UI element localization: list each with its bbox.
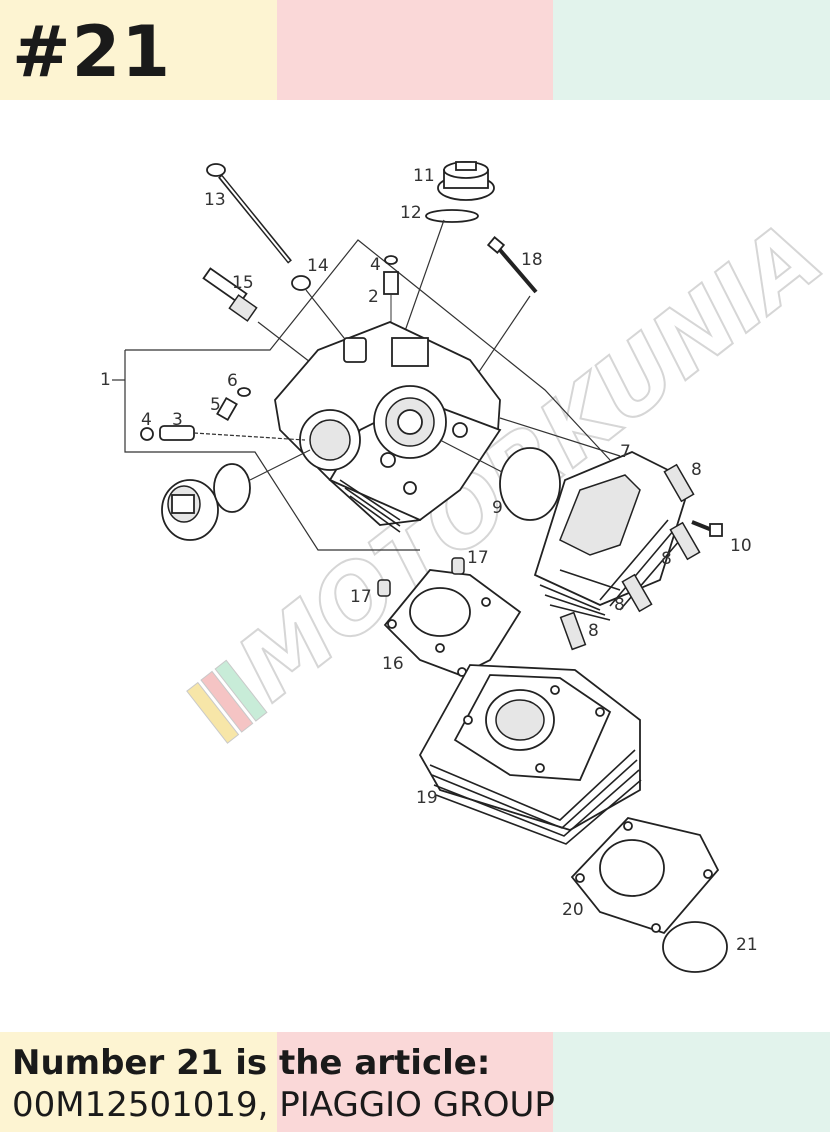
callout-7: 7 xyxy=(620,442,631,462)
callout-17-a: 17 xyxy=(467,548,489,568)
callout-19: 19 xyxy=(416,788,438,808)
head-group-frame-lower xyxy=(124,350,420,551)
part-4-seal-top xyxy=(384,255,398,265)
callout-8-c: 8 xyxy=(614,595,625,615)
part-21-o-ring xyxy=(662,921,728,973)
part-4-seal-left xyxy=(140,427,154,441)
article-caption: Number 21 is the article: 00M12501019, P… xyxy=(12,1042,555,1126)
caption-heading: Number 21 is the article: xyxy=(12,1043,491,1083)
callout-13: 13 xyxy=(204,190,226,210)
callout-5: 5 xyxy=(210,395,221,415)
head-group-frame xyxy=(125,239,611,461)
header-band xyxy=(0,0,830,100)
part-14-washer xyxy=(291,275,311,291)
callout-12: 12 xyxy=(400,203,422,223)
part-15-spark-plug xyxy=(202,267,258,322)
leader-9 xyxy=(439,439,503,473)
callout-6: 6 xyxy=(227,371,238,391)
part-17-dowel-b xyxy=(377,579,391,597)
header-band-mint xyxy=(553,0,830,100)
part-3-valve xyxy=(159,425,306,441)
callout-2: 2 xyxy=(368,287,379,307)
part-5-bolt xyxy=(216,396,238,422)
callout-3: 3 xyxy=(172,410,183,430)
callout-18: 18 xyxy=(521,250,543,270)
footer-band-mint xyxy=(553,1032,830,1132)
callout-14: 14 xyxy=(307,256,329,276)
callout-20: 20 xyxy=(562,900,584,920)
callout-8-d: 8 xyxy=(588,621,599,641)
callout-9: 9 xyxy=(492,498,503,518)
caption-article-code: 00M12501019, PIAGGIO GROUP xyxy=(12,1085,555,1125)
item-number-badge: #21 xyxy=(12,11,172,93)
part-17-dowel-a xyxy=(451,557,465,575)
part-8-pin-c xyxy=(621,573,653,613)
part-8-pin-a xyxy=(663,463,695,503)
part-12-o-ring xyxy=(425,209,479,223)
header-band-pink xyxy=(276,0,554,100)
callout-21: 21 xyxy=(736,935,758,955)
callout-1: 1 xyxy=(100,370,111,390)
header-band-yellow xyxy=(0,0,277,100)
footer-band xyxy=(0,1032,830,1132)
part-8-pin-d xyxy=(559,611,587,651)
part-19-cylinder xyxy=(418,664,642,845)
callout-4-left: 4 xyxy=(141,410,152,430)
callout-4-top: 4 xyxy=(370,255,381,275)
part-10-bolt xyxy=(691,520,723,537)
side-cover-plug xyxy=(161,479,219,541)
part-8-pin-b xyxy=(669,521,701,561)
callout-17-b: 17 xyxy=(350,587,372,607)
part-13-long-bolt xyxy=(206,163,292,264)
watermark-stripe-yellow xyxy=(186,681,240,744)
callout-11: 11 xyxy=(413,166,435,186)
footer-band-yellow xyxy=(0,1032,277,1132)
leader-cover xyxy=(249,449,311,481)
watermark-stripe-pink xyxy=(200,670,254,733)
part-9-o-ring xyxy=(499,447,561,521)
watermark-stripe-green xyxy=(214,659,268,722)
exploded-parts-diagram: MOTORKUNIA xyxy=(100,161,830,973)
side-cover-gasket xyxy=(213,463,251,513)
callout-16: 16 xyxy=(382,654,404,674)
callout-10: 10 xyxy=(730,536,752,556)
part-1-cylinder-head xyxy=(274,321,502,533)
callout-8-a: 8 xyxy=(691,460,702,480)
footer-band-pink xyxy=(276,1032,554,1132)
part-6-spring xyxy=(237,387,251,397)
callout-8-b: 8 xyxy=(661,549,672,569)
leader-7 xyxy=(499,417,621,457)
part-7-head-cover xyxy=(533,451,686,621)
part-16-head-gasket xyxy=(383,569,522,677)
callout-15: 15 xyxy=(232,273,254,293)
part-18-bolt xyxy=(486,236,538,294)
part-11-oil-cap xyxy=(437,161,495,201)
part-20-base-gasket xyxy=(570,817,720,935)
